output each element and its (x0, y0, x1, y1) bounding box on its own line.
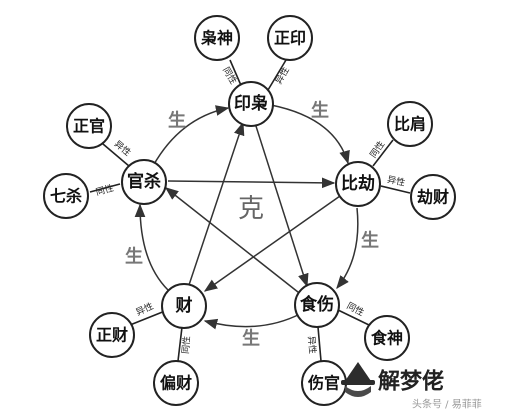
control-label: 克 (238, 194, 264, 224)
polarity-label-zhengyin: 异性 (272, 65, 291, 87)
polarity-label-bijian: 同性 (367, 139, 387, 161)
polarity-label-jiecai: 异性 (386, 173, 406, 188)
node-label: 印枭 (234, 93, 268, 114)
control-arrow-guansha-bijie (167, 177, 336, 189)
sub-node-label: 伤官 (307, 374, 340, 393)
generate-arrow-cai-guansha (134, 203, 169, 291)
polarity-label-piancai: 同性 (179, 335, 193, 354)
polarity-label-qisha: 同性 (94, 182, 115, 198)
generate-label: 生 (168, 110, 186, 132)
sub-node-label: 枭神 (200, 29, 233, 48)
sub-node-piancai: 偏财 (153, 360, 199, 406)
polarity-label-shangguan: 异性 (305, 335, 319, 354)
node-bijie: 比劫 (335, 161, 381, 207)
node-cai: 财 (161, 283, 207, 329)
sub-node-label: 七杀 (50, 187, 82, 206)
sub-node-label: 劫财 (417, 188, 449, 207)
control-arrow-shishang-guansha (164, 187, 304, 297)
node-shishang: 食伤 (294, 282, 340, 328)
generate-arrow-bijie-shishang (336, 207, 359, 290)
sub-node-label: 正官 (73, 117, 105, 136)
node-guansha: 官杀 (121, 159, 167, 205)
polarity-label-shishen: 同性 (345, 300, 367, 319)
node-label: 食伤 (300, 294, 334, 315)
control-arrow-bijie-cai (203, 195, 341, 292)
sub-node-label: 正印 (274, 29, 306, 48)
polarity-label-zhengguan: 异性 (112, 138, 134, 159)
sub-node-label: 食神 (370, 329, 403, 348)
brand-logo: 解梦佬 头条号 / 易菲菲 (341, 362, 482, 411)
sub-node-zhengguan: 正官 (66, 103, 112, 149)
sub-node-zhengcai: 正财 (89, 312, 135, 358)
node-label: 官杀 (127, 171, 161, 192)
generate-label: 生 (125, 246, 143, 268)
generate-arrow-yinxiao-bijie (270, 104, 350, 165)
sub-node-shangguan: 伤官 (301, 360, 347, 406)
generate-label: 生 (311, 100, 329, 122)
control-arrow-yinxiao-shishang (254, 122, 309, 288)
generate-label: 生 (242, 328, 260, 350)
sub-node-bijian: 比肩 (387, 101, 433, 147)
sub-node-label: 正财 (96, 326, 128, 345)
generate-arrow-guansha-yinxiao (152, 105, 230, 167)
sub-node-label: 比肩 (394, 115, 426, 134)
node-yinxiao: 印枭 (228, 81, 274, 127)
generate-label: 生 (361, 230, 379, 252)
sub-node-qisha: 七杀 (43, 173, 89, 219)
node-label: 比劫 (341, 173, 375, 194)
hat-icon (341, 362, 375, 397)
sub-node-shishen: 食神 (364, 315, 410, 361)
spokes (89, 59, 411, 362)
control-arrow-cai-yinxiao (188, 121, 245, 286)
node-label: 财 (175, 295, 193, 316)
brand-name: 解梦佬 (378, 369, 444, 395)
sub-node-xiaoshen: 枭神 (194, 15, 240, 61)
sub-node-jiecai: 劫财 (410, 174, 456, 220)
sub-node-zhengyin: 正印 (267, 15, 313, 61)
watermark-text: 头条号 / 易菲菲 (412, 398, 482, 411)
generate-arrow-shishang-cai (203, 313, 301, 330)
sub-node-label: 偏财 (160, 374, 192, 393)
